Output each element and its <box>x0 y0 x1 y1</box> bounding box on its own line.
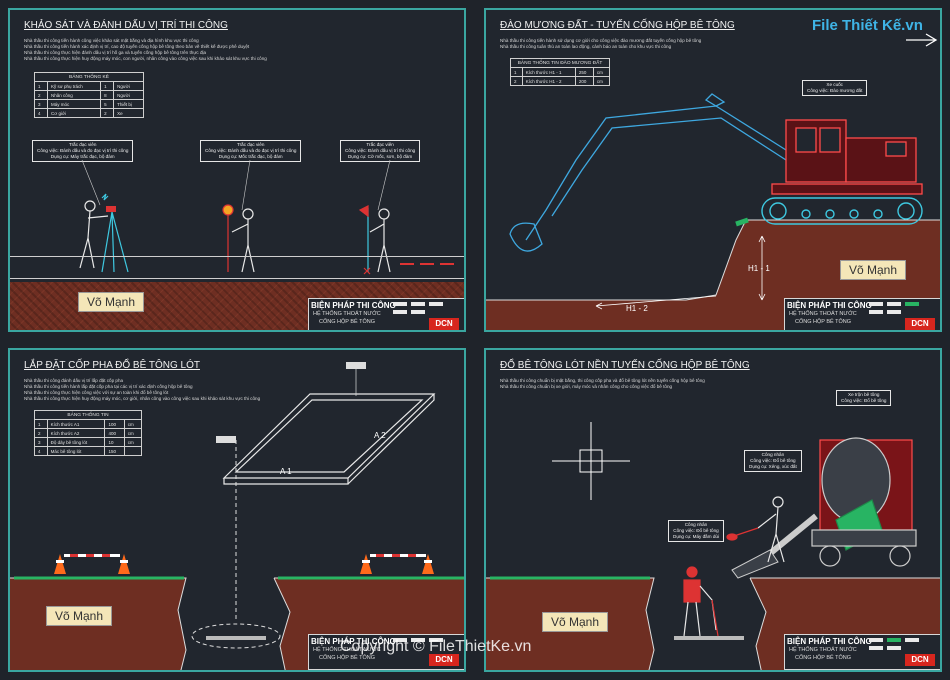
site-brand-logo: File Thiết Kế.vn <box>812 17 923 34</box>
note-line: Nhà thầu thi công tiến hành lắp đặt cốp … <box>24 384 193 389</box>
excavation-scene <box>486 33 940 330</box>
panel-excavation: ĐÀO MƯƠNG ĐẤT - TUYẾN CỐNG HỘP BÊ TÔNG N… <box>484 8 942 332</box>
road-line <box>10 256 464 257</box>
surveyor-with-flag-icon <box>358 205 391 275</box>
note-line: Nhà thầu thi công thực hiện đánh dấu vị … <box>24 50 207 55</box>
soil-layer <box>10 282 310 330</box>
barrier-bar-icon <box>370 554 426 557</box>
note-line: Nhà thầu thi công thực hiện công việc vớ… <box>24 390 169 395</box>
traffic-cone-icon <box>118 554 130 574</box>
copyright-watermark: Copyright © FileThietKe.vn <box>340 638 532 655</box>
surveyor-with-tripod-icon <box>79 193 129 273</box>
panel-title: KHẢO SÁT VÀ ĐÁNH DẤU VỊ TRÍ THI CÔNG <box>24 20 228 31</box>
author-tag: Võ Mạnh <box>78 292 145 312</box>
dimension-a2: A 2 <box>374 431 386 440</box>
title-block: BIỆN PHÁP THI CÔNG HỆ THỐNG THOÁT NƯỚC C… <box>784 298 940 330</box>
panel-formwork: LẮP ĐẶT CỐP PHA ĐỔ BÊ TÔNG LÓT Nhà thầu … <box>8 348 466 672</box>
soil-layer <box>310 282 464 300</box>
crosshair-icon <box>552 422 630 500</box>
note-line: Nhà thầu thi công thực hiện huy động máy… <box>24 396 261 401</box>
note-line: Nhà thầu thi công chuẩn bị xe giới, máy … <box>500 384 673 389</box>
note-line: Nhà thầu thi công tiến hành sử dụng cơ g… <box>500 38 702 43</box>
panel-title: ĐỔ BÊ TÔNG LÓT NỀN TUYẾN CỐNG HỘP BÊ TÔN… <box>500 360 750 371</box>
traffic-cone-icon <box>54 554 66 574</box>
concrete-mixer-truck-icon <box>760 437 917 567</box>
traffic-cone-icon <box>360 554 372 574</box>
title-block: BIỆN PHÁP THI CÔNG HỆ THỐNG THOÁT NƯỚC C… <box>308 634 464 670</box>
author-tag: Võ Mạnh <box>46 606 113 626</box>
survey-scene <box>79 159 454 275</box>
company-logo: DCN <box>905 318 935 330</box>
worker-with-vibrator-icon <box>683 566 719 637</box>
surveyor-with-marker-icon <box>222 204 255 273</box>
note-line: Nhà thầu thi công tiến hành công việc kh… <box>24 38 199 43</box>
note-line: Nhà thầu thi công tuân thủ an toàn lao đ… <box>500 44 672 49</box>
author-tag: Võ Mạnh <box>542 612 609 632</box>
formwork-frame-icon <box>222 393 436 485</box>
company-logo: DCN <box>905 654 935 666</box>
title-block: BIỆN PHÁP THI CÔNG HỆ THỐNG THOÁT NƯỚC C… <box>784 634 940 670</box>
author-tag: Võ Mạnh <box>840 260 907 280</box>
title-block: BIỆN PHÁP THI CÔNG HỆ THỐNG THOÁT NƯỚC C… <box>308 298 464 330</box>
excavator-icon <box>771 119 923 195</box>
panel-concrete-pour: ĐỔ BÊ TÔNG LÓT NỀN TUYẾN CỐNG HỘP BÊ TÔN… <box>484 348 942 672</box>
dimension-h1-1: H1 - 1 <box>748 264 770 273</box>
note-line: Nhà thầu thi công thực hiện huy động máy… <box>24 56 267 61</box>
panel-title: ĐÀO MƯƠNG ĐẤT - TUYẾN CỐNG HỘP BÊ TÔNG <box>500 20 735 31</box>
company-logo: DCN <box>429 318 459 330</box>
road-line <box>10 278 464 279</box>
worker-with-shovel-icon <box>726 496 785 563</box>
dimension-h1-2: H1 - 2 <box>626 304 648 313</box>
panel-survey: KHẢO SÁT VÀ ĐÁNH DẤU VỊ TRÍ THI CÔNG Nhà… <box>8 8 466 332</box>
barrier-bar-icon <box>64 554 120 557</box>
dimension-a1: A 1 <box>280 467 292 476</box>
note-line: Nhà thầu thi công tiến hành xác định vị … <box>24 44 250 49</box>
excavator-arm-icon <box>509 93 787 252</box>
note-line: Nhà thầu thi công chuẩn bị mặt bằng, thi… <box>500 378 705 383</box>
traffic-cone-icon <box>422 554 434 574</box>
company-logo: DCN <box>429 654 459 666</box>
panel-title: LẮP ĐẶT CỐP PHA ĐỔ BÊ TÔNG LÓT <box>24 360 200 371</box>
crawler-track-icon <box>761 197 923 225</box>
note-line: Nhà thầu thi công đánh dấu vị trí lắp đặ… <box>24 378 124 383</box>
